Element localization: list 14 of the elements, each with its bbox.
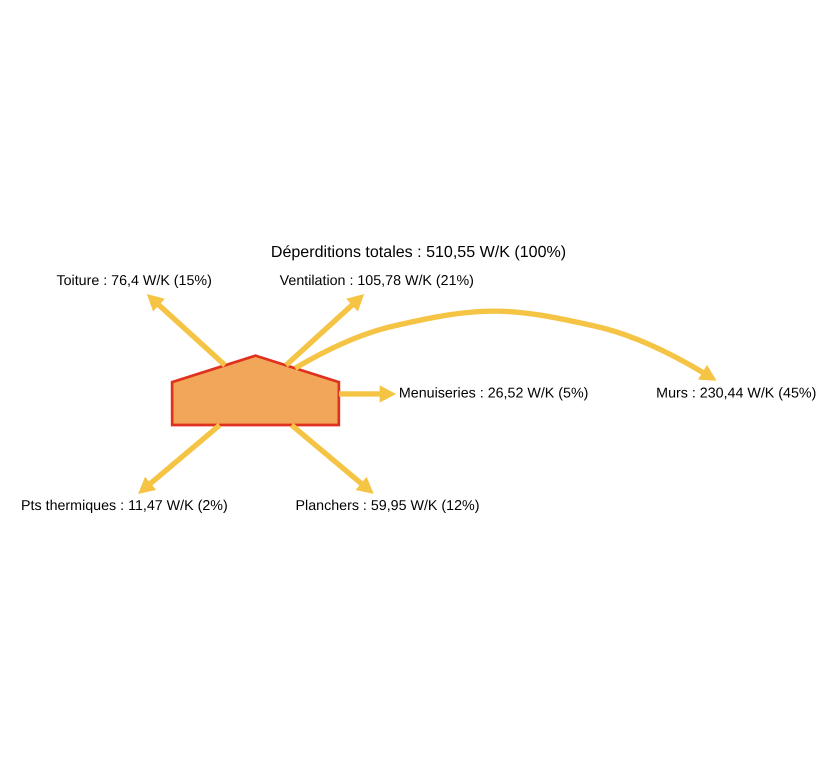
arrow	[284, 294, 364, 368]
arrow	[146, 294, 227, 368]
arrow	[339, 385, 396, 403]
node-text: Pts thermiques : 11,47 W/K (2%)	[21, 498, 228, 514]
arrow	[294, 308, 717, 381]
node-text: Planchers : 59,95 W/K (12%)	[296, 498, 480, 514]
node-text: Murs : 230,44 W/K (45%)	[656, 385, 816, 402]
node-text: Menuiseries : 26,52 W/K (5%)	[398, 385, 588, 402]
node-text: Ventilation : 105,78 W/K (21%)	[280, 272, 474, 289]
arrow	[290, 423, 374, 494]
arrow	[138, 423, 222, 494]
node-text: Toiture : 76,4 W/K (15%)	[56, 272, 212, 289]
node-house	[170, 354, 340, 426]
diagram-title: Déperditions totales : 510,55 W/K (100%)	[270, 242, 566, 261]
